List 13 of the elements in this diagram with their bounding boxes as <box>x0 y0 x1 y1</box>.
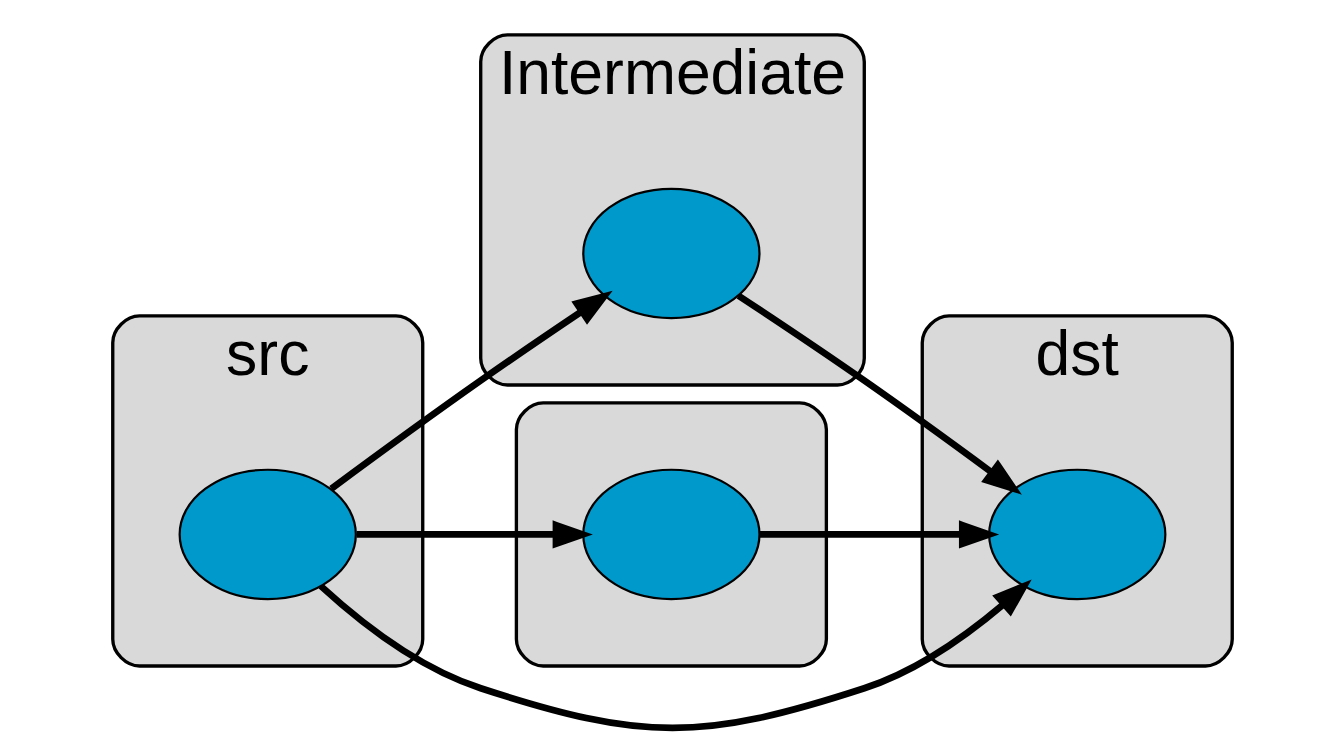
node-circle <box>178 468 357 601</box>
cluster: dst <box>920 314 1234 668</box>
node-circle <box>581 468 761 601</box>
arrow <box>328 290 613 492</box>
arrow <box>736 292 1022 495</box>
cluster: Intermediate <box>478 33 866 387</box>
arrow <box>759 520 999 549</box>
arrow <box>356 520 593 549</box>
cluster <box>514 401 828 668</box>
node-circle <box>581 187 761 320</box>
arrow <box>318 579 1032 732</box>
node-circle <box>987 468 1166 601</box>
cluster: src <box>110 314 424 668</box>
